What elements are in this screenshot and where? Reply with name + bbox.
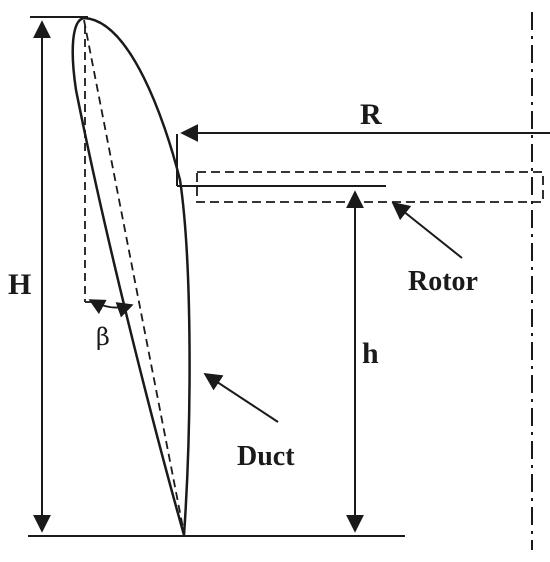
label-beta: β [96, 323, 110, 351]
duct-leader-arrow [203, 373, 279, 423]
duct-chord-line [83, 19, 185, 534]
duct-airfoil [71, 16, 191, 536]
beta-angle-arc [88, 299, 134, 318]
rotor-blade-outline [196, 171, 544, 203]
label-duct: Duct [237, 441, 295, 472]
label-h: h [362, 337, 379, 370]
label-rotor: Rotor [408, 266, 478, 297]
label-H: H [8, 268, 31, 301]
label-R: R [360, 98, 382, 131]
rotor-leader-arrow [391, 201, 463, 259]
